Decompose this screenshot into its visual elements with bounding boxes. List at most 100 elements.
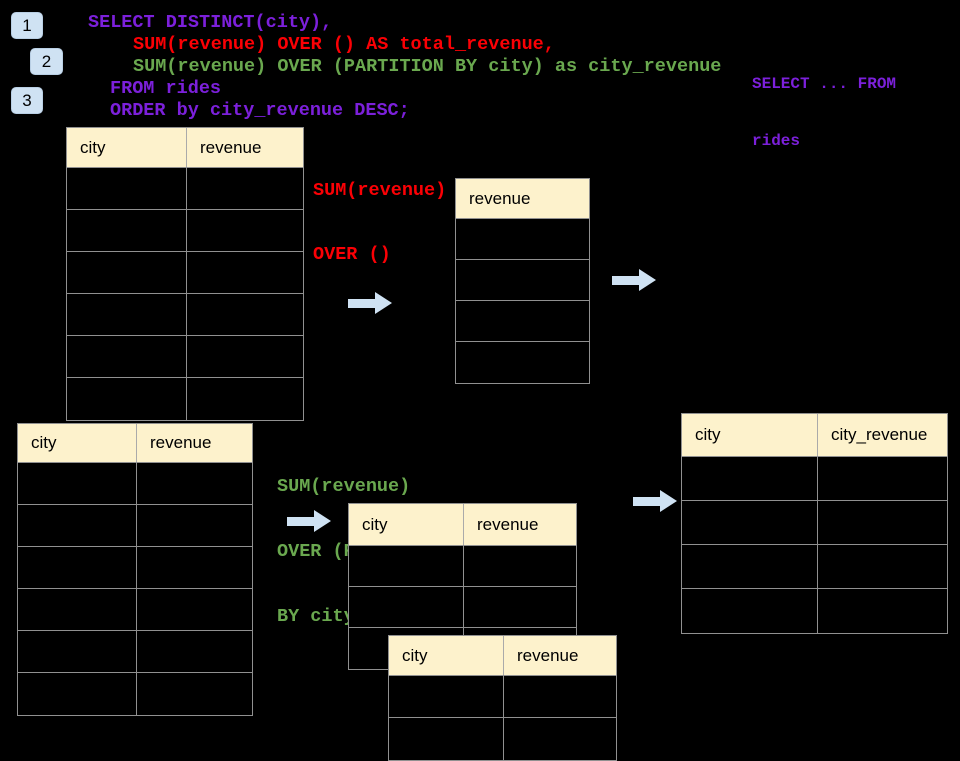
table-row bbox=[682, 457, 947, 501]
table-header-row: city revenue bbox=[389, 636, 616, 676]
table-cell bbox=[349, 587, 464, 627]
table-cell bbox=[389, 676, 504, 717]
right-arrow-icon bbox=[612, 269, 656, 291]
table-row bbox=[67, 168, 303, 210]
column-header-revenue: revenue bbox=[469, 188, 531, 208]
column-header-city: city bbox=[682, 414, 818, 456]
table-body bbox=[67, 168, 303, 420]
table-row bbox=[456, 260, 589, 301]
table-header-row: city city_revenue bbox=[682, 414, 947, 457]
table-body bbox=[682, 457, 947, 633]
right-arrow-icon bbox=[348, 292, 392, 314]
table-cell bbox=[682, 589, 818, 633]
table-row bbox=[349, 546, 576, 587]
arrow-head bbox=[314, 510, 331, 532]
table-cell bbox=[464, 546, 576, 586]
arrow-head bbox=[375, 292, 392, 314]
table-cell bbox=[818, 457, 947, 500]
annotation-partition-line1: SUM(revenue) bbox=[277, 476, 411, 497]
table-cell bbox=[137, 547, 252, 588]
table-cell bbox=[187, 210, 303, 251]
table-cell bbox=[456, 219, 589, 259]
table-cell bbox=[18, 589, 137, 630]
table-cell bbox=[464, 587, 576, 627]
table-cell bbox=[349, 546, 464, 586]
table-row bbox=[67, 252, 303, 294]
table-row bbox=[389, 676, 616, 718]
table-cell bbox=[456, 301, 589, 341]
annotation-total-line1: SUM(revenue) bbox=[313, 180, 447, 201]
table-city-revenue-result: city city_revenue bbox=[681, 413, 948, 634]
arrow-head bbox=[660, 490, 677, 512]
table-cell bbox=[67, 210, 187, 251]
table-row bbox=[18, 589, 252, 631]
annotation-total-line2: OVER () bbox=[313, 244, 391, 265]
table-cell bbox=[137, 631, 252, 672]
table-source-bottom: city revenue bbox=[17, 423, 253, 716]
table-cell bbox=[18, 463, 137, 504]
table-header-row: revenue bbox=[456, 179, 589, 219]
column-header-city: city bbox=[67, 128, 187, 167]
table-cell bbox=[389, 718, 504, 760]
column-header-revenue: revenue bbox=[477, 514, 539, 534]
table-cell bbox=[137, 463, 252, 504]
table-cell bbox=[67, 336, 187, 377]
table-row bbox=[682, 589, 947, 633]
table-header-row: city revenue bbox=[349, 504, 576, 546]
table-row bbox=[456, 301, 589, 342]
step-badge-3: 3 bbox=[11, 87, 43, 114]
table-cell bbox=[18, 547, 137, 588]
table-cell bbox=[187, 378, 303, 420]
table-body bbox=[456, 219, 589, 383]
side-code-line2: rides bbox=[752, 132, 801, 150]
table-cell bbox=[18, 631, 137, 672]
arrow-body bbox=[612, 275, 639, 285]
table-header-row: city revenue bbox=[67, 128, 303, 168]
column-header-city: city bbox=[389, 636, 504, 675]
table-body bbox=[18, 463, 252, 715]
table-row bbox=[18, 673, 252, 715]
table-cell bbox=[67, 378, 187, 420]
table-cell bbox=[504, 718, 616, 760]
annotation-total-revenue: SUM(revenue) OVER () bbox=[313, 138, 446, 287]
column-header-revenue: revenue bbox=[150, 433, 212, 452]
table-cell bbox=[818, 589, 947, 633]
table-cell bbox=[818, 501, 947, 544]
table-row bbox=[67, 336, 303, 378]
table-cell bbox=[504, 676, 616, 717]
table-row bbox=[456, 342, 589, 383]
table-row bbox=[67, 210, 303, 252]
table-row bbox=[682, 501, 947, 545]
table-cell bbox=[682, 545, 818, 588]
table-cell bbox=[137, 673, 252, 715]
table-cell bbox=[187, 336, 303, 377]
table-cell bbox=[187, 294, 303, 335]
table-row bbox=[67, 294, 303, 336]
table-cell bbox=[137, 589, 252, 630]
table-header-row: city revenue bbox=[18, 424, 252, 463]
table-cell bbox=[67, 294, 187, 335]
table-cell bbox=[682, 457, 818, 500]
table-cell bbox=[187, 252, 303, 293]
right-arrow-icon bbox=[287, 510, 331, 532]
side-code-select-from: SELECT ... FROM rides bbox=[752, 37, 896, 170]
column-header-revenue: revenue bbox=[200, 137, 262, 157]
sql-line-select: SELECT DISTINCT(city), bbox=[88, 12, 333, 33]
table-row bbox=[682, 545, 947, 589]
table-cell bbox=[18, 673, 137, 715]
table-row bbox=[456, 219, 589, 260]
table-cell bbox=[18, 505, 137, 546]
table-partition-front: city revenue bbox=[388, 635, 617, 761]
table-row bbox=[18, 631, 252, 673]
table-cell bbox=[187, 168, 303, 209]
sql-line-total-revenue: SUM(revenue) OVER () AS total_revenue, bbox=[133, 34, 555, 55]
table-cell bbox=[456, 342, 589, 383]
table-cell bbox=[682, 501, 818, 544]
table-row bbox=[349, 587, 576, 628]
table-row bbox=[18, 463, 252, 505]
table-row bbox=[389, 718, 616, 760]
arrow-head bbox=[639, 269, 656, 291]
table-row bbox=[18, 547, 252, 589]
table-body bbox=[389, 676, 616, 760]
column-header-city: city bbox=[349, 504, 464, 545]
